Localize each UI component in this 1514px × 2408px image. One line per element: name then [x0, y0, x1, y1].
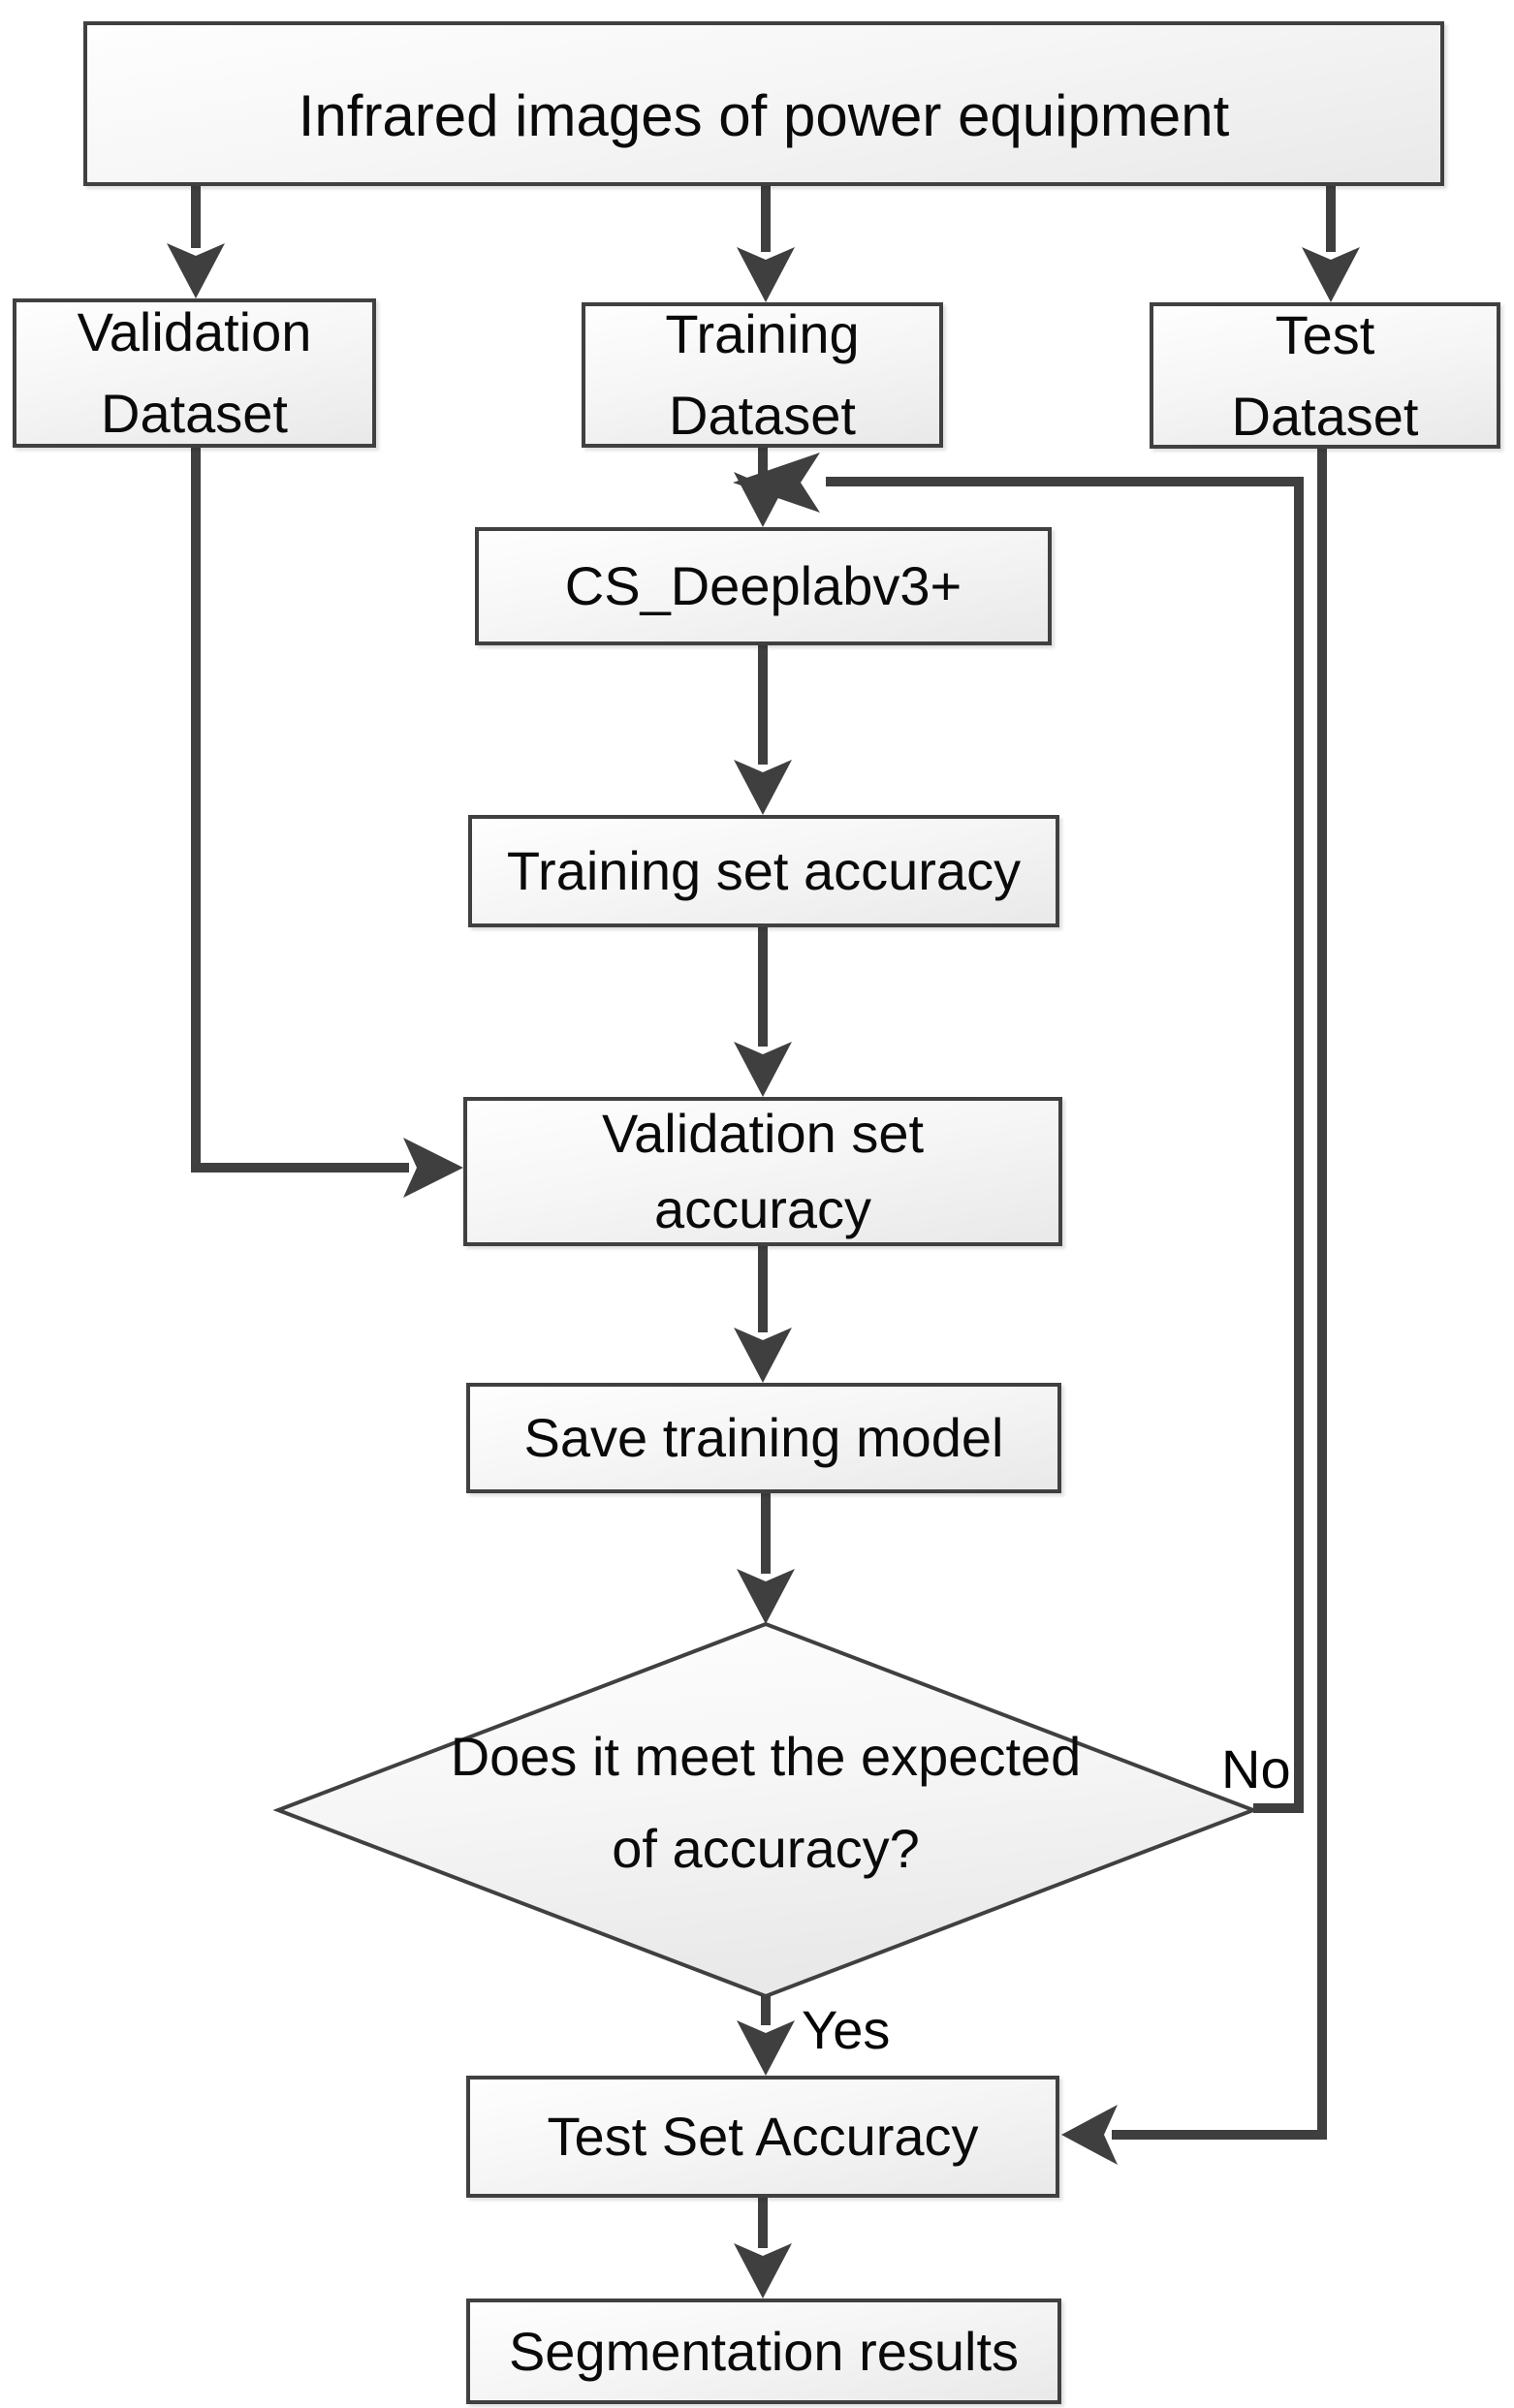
validation-dataset-line2: Dataset — [101, 383, 288, 444]
arrowhead-down-icon — [1302, 247, 1360, 302]
edge-test-dataset-to-test-accuracy — [1112, 449, 1327, 2140]
edge-no-loop — [826, 477, 1304, 1813]
arrowhead-down-icon — [737, 2020, 795, 2076]
edge-label-no: No — [1221, 1738, 1291, 1799]
test-dataset-line1: Test — [1275, 303, 1375, 365]
arrowhead-down-icon — [734, 2243, 792, 2299]
node-training-dataset: Training Dataset — [582, 302, 943, 448]
arrowhead-left-icon — [1061, 2105, 1118, 2165]
node-validation-dataset: Validation Dataset — [13, 298, 376, 448]
segmentation-results-label: Segmentation results — [508, 2320, 1020, 2382]
training-set-accuracy-label: Training set accuracy — [506, 840, 1022, 901]
decision-diamond-text: Does it meet the expected of accuracy? — [330, 1710, 1202, 1894]
node-model: CS_Deeplabv3+ — [475, 527, 1052, 645]
training-dataset-line1: Training — [665, 303, 860, 364]
decision-line2: of accuracy? — [612, 1818, 920, 1880]
arrowhead-left-icon — [733, 453, 820, 513]
node-infrared-images-label: Infrared images of power equipment — [298, 83, 1230, 148]
arrowhead-right-icon — [403, 1138, 463, 1198]
arrowhead-down-icon — [734, 1042, 792, 1097]
edge-validation-dataset-to-validation-accuracy — [191, 448, 409, 1173]
node-infrared-images: Infrared images of power equipment — [83, 21, 1444, 186]
test-dataset-line2: Dataset — [1231, 385, 1419, 447]
node-test-dataset: Test Dataset — [1150, 302, 1500, 449]
node-segmentation-results: Segmentation results — [466, 2299, 1061, 2404]
edge-label-yes: Yes — [802, 1999, 891, 2060]
arrowhead-down-icon — [734, 760, 792, 815]
test-set-accuracy-label: Test Set Accuracy — [547, 2106, 979, 2167]
validation-set-accuracy-line1: Validation set — [601, 1102, 925, 1164]
node-save-training-model: Save training model — [466, 1383, 1061, 1493]
arrowhead-down-icon — [737, 1569, 795, 1624]
arrowhead-down-icon — [167, 243, 225, 298]
arrowhead-down-icon — [734, 1328, 792, 1383]
training-dataset-line2: Dataset — [669, 385, 856, 446]
arrowhead-down-icon — [737, 247, 795, 302]
node-validation-set-accuracy: Validation set accuracy — [463, 1097, 1062, 1246]
save-training-model-label: Save training model — [523, 1407, 1004, 1468]
validation-dataset-line1: Validation — [77, 301, 312, 362]
decision-line1: Does it meet the expected — [450, 1726, 1082, 1787]
node-training-set-accuracy: Training set accuracy — [468, 815, 1059, 927]
node-test-set-accuracy: Test Set Accuracy — [466, 2076, 1059, 2198]
model-label: CS_Deeplabv3+ — [564, 555, 962, 616]
validation-set-accuracy-line2: accuracy — [653, 1178, 872, 1239]
